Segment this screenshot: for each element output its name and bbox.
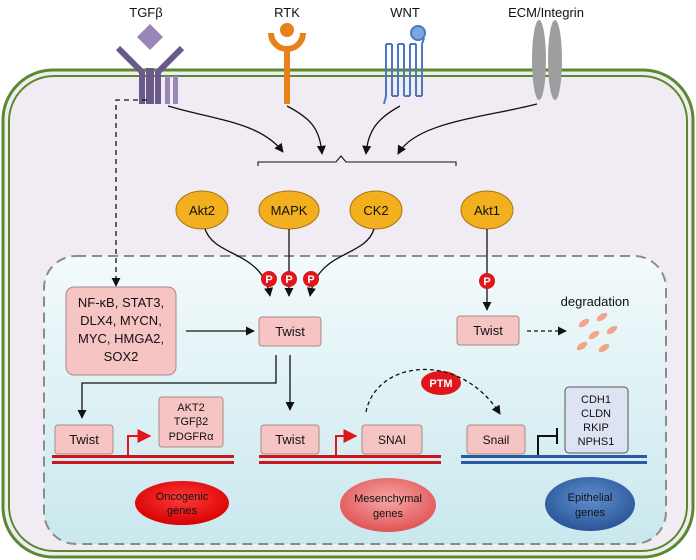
svg-text:P: P	[285, 274, 292, 286]
wnt-receptor-icon	[383, 25, 426, 105]
twist-central: Twist	[258, 316, 322, 347]
degradation-fragments-icon	[576, 312, 618, 353]
tgfb-receptor-icon	[115, 24, 185, 104]
svg-text:CLDN: CLDN	[581, 408, 611, 420]
mapk-node: MAPK	[258, 190, 320, 230]
svg-text:SOX2: SOX2	[104, 349, 139, 364]
phospho-akt1: P	[479, 273, 495, 289]
phospho-3: P	[303, 271, 319, 287]
ck2-label: CK2	[363, 203, 388, 218]
akt1-node: Akt1	[460, 190, 514, 230]
svg-text:TGFβ2: TGFβ2	[174, 416, 208, 428]
convergence-brace	[257, 155, 457, 166]
snai-gene: SNAI	[361, 424, 423, 455]
oncogenic-genes-badge: Oncogenic genes	[135, 481, 229, 525]
twist-akt1: Twist	[456, 315, 520, 346]
svg-text:Twist: Twist	[69, 432, 99, 447]
rtk-receptor-icon	[268, 23, 306, 104]
epithelial-targets: CDH1 CLDN RKIP NPHS1	[564, 386, 629, 454]
svg-text:P: P	[307, 274, 314, 286]
oncogenic-targets: AKT2 TGFβ2 PDGFRα	[158, 396, 224, 448]
rtk-label: RTK	[274, 5, 300, 20]
mesenchymal-tss-arrow	[335, 429, 358, 455]
ecm-label: ECM/Integrin	[508, 5, 584, 20]
tf-box: NF-κB, STAT3, DLX4, MYCN, MYC, HMGA2, SO…	[65, 286, 177, 376]
svg-text:SNAI: SNAI	[378, 433, 406, 447]
epithelial-dna	[461, 455, 647, 464]
svg-text:Twist: Twist	[275, 432, 305, 447]
phospho-2: P	[281, 271, 297, 287]
svg-text:genes: genes	[373, 508, 403, 520]
oncogenic-tss-arrow	[127, 429, 152, 455]
svg-text:Twist: Twist	[275, 324, 305, 339]
oncogenic-dna	[52, 455, 234, 464]
wnt-label: WNT	[390, 5, 420, 20]
rtk-curve-arrow	[286, 105, 326, 155]
akt1-label: Akt1	[474, 203, 500, 218]
svg-text:Mesenchymal: Mesenchymal	[354, 493, 422, 505]
svg-text:P: P	[265, 274, 272, 286]
tgfb-curve-arrow	[167, 105, 284, 153]
phospho-1: P	[261, 271, 277, 287]
svg-text:P: P	[483, 276, 490, 288]
wnt-curve-arrow	[362, 105, 401, 155]
cell-membrane-inner	[8, 75, 688, 552]
epithelial-snail: Snail	[466, 424, 526, 455]
twist-to-oncogenic-arrow	[77, 355, 277, 419]
ptm-badge: PTM	[421, 371, 461, 395]
svg-text:MYC, HMGA2,: MYC, HMGA2,	[78, 331, 164, 346]
svg-text:Oncogenic: Oncogenic	[156, 491, 209, 503]
svg-text:Epithelial: Epithelial	[568, 492, 613, 504]
oncogenic-twist: Twist	[54, 424, 114, 455]
mesenchymal-twist: Twist	[260, 424, 320, 455]
svg-text:AKT2: AKT2	[177, 402, 205, 414]
tgfb-label: TGFβ	[129, 5, 162, 20]
svg-text:Snail: Snail	[483, 433, 510, 447]
svg-text:PDGFRα: PDGFRα	[169, 431, 215, 443]
svg-text:NF-κB, STAT3,: NF-κB, STAT3,	[78, 295, 164, 310]
svg-text:Twist: Twist	[473, 323, 503, 338]
svg-text:DLX4, MYCN,: DLX4, MYCN,	[80, 313, 162, 328]
akt2-node: Akt2	[175, 190, 229, 230]
svg-text:NPHS1: NPHS1	[578, 436, 615, 448]
akt2-label: Akt2	[189, 203, 215, 218]
svg-text:RKIP: RKIP	[583, 422, 609, 434]
mesenchymal-genes-badge: Mesenchymal genes	[340, 478, 436, 532]
svg-text:CDH1: CDH1	[581, 394, 611, 406]
epithelial-genes-badge: Epithelial genes	[545, 477, 635, 531]
degradation-label: degradation	[561, 294, 630, 309]
ecm-curve-arrow	[397, 103, 538, 155]
svg-text:PTM: PTM	[429, 378, 452, 390]
repression-symbol	[537, 428, 558, 455]
mapk-label: MAPK	[271, 203, 308, 218]
integrin-icon	[532, 20, 562, 100]
tgfb-to-tf-arrow	[111, 99, 147, 287]
svg-text:genes: genes	[575, 507, 605, 519]
mesenchymal-dna	[259, 455, 441, 464]
svg-text:genes: genes	[167, 505, 197, 517]
ck2-node: CK2	[349, 190, 403, 230]
